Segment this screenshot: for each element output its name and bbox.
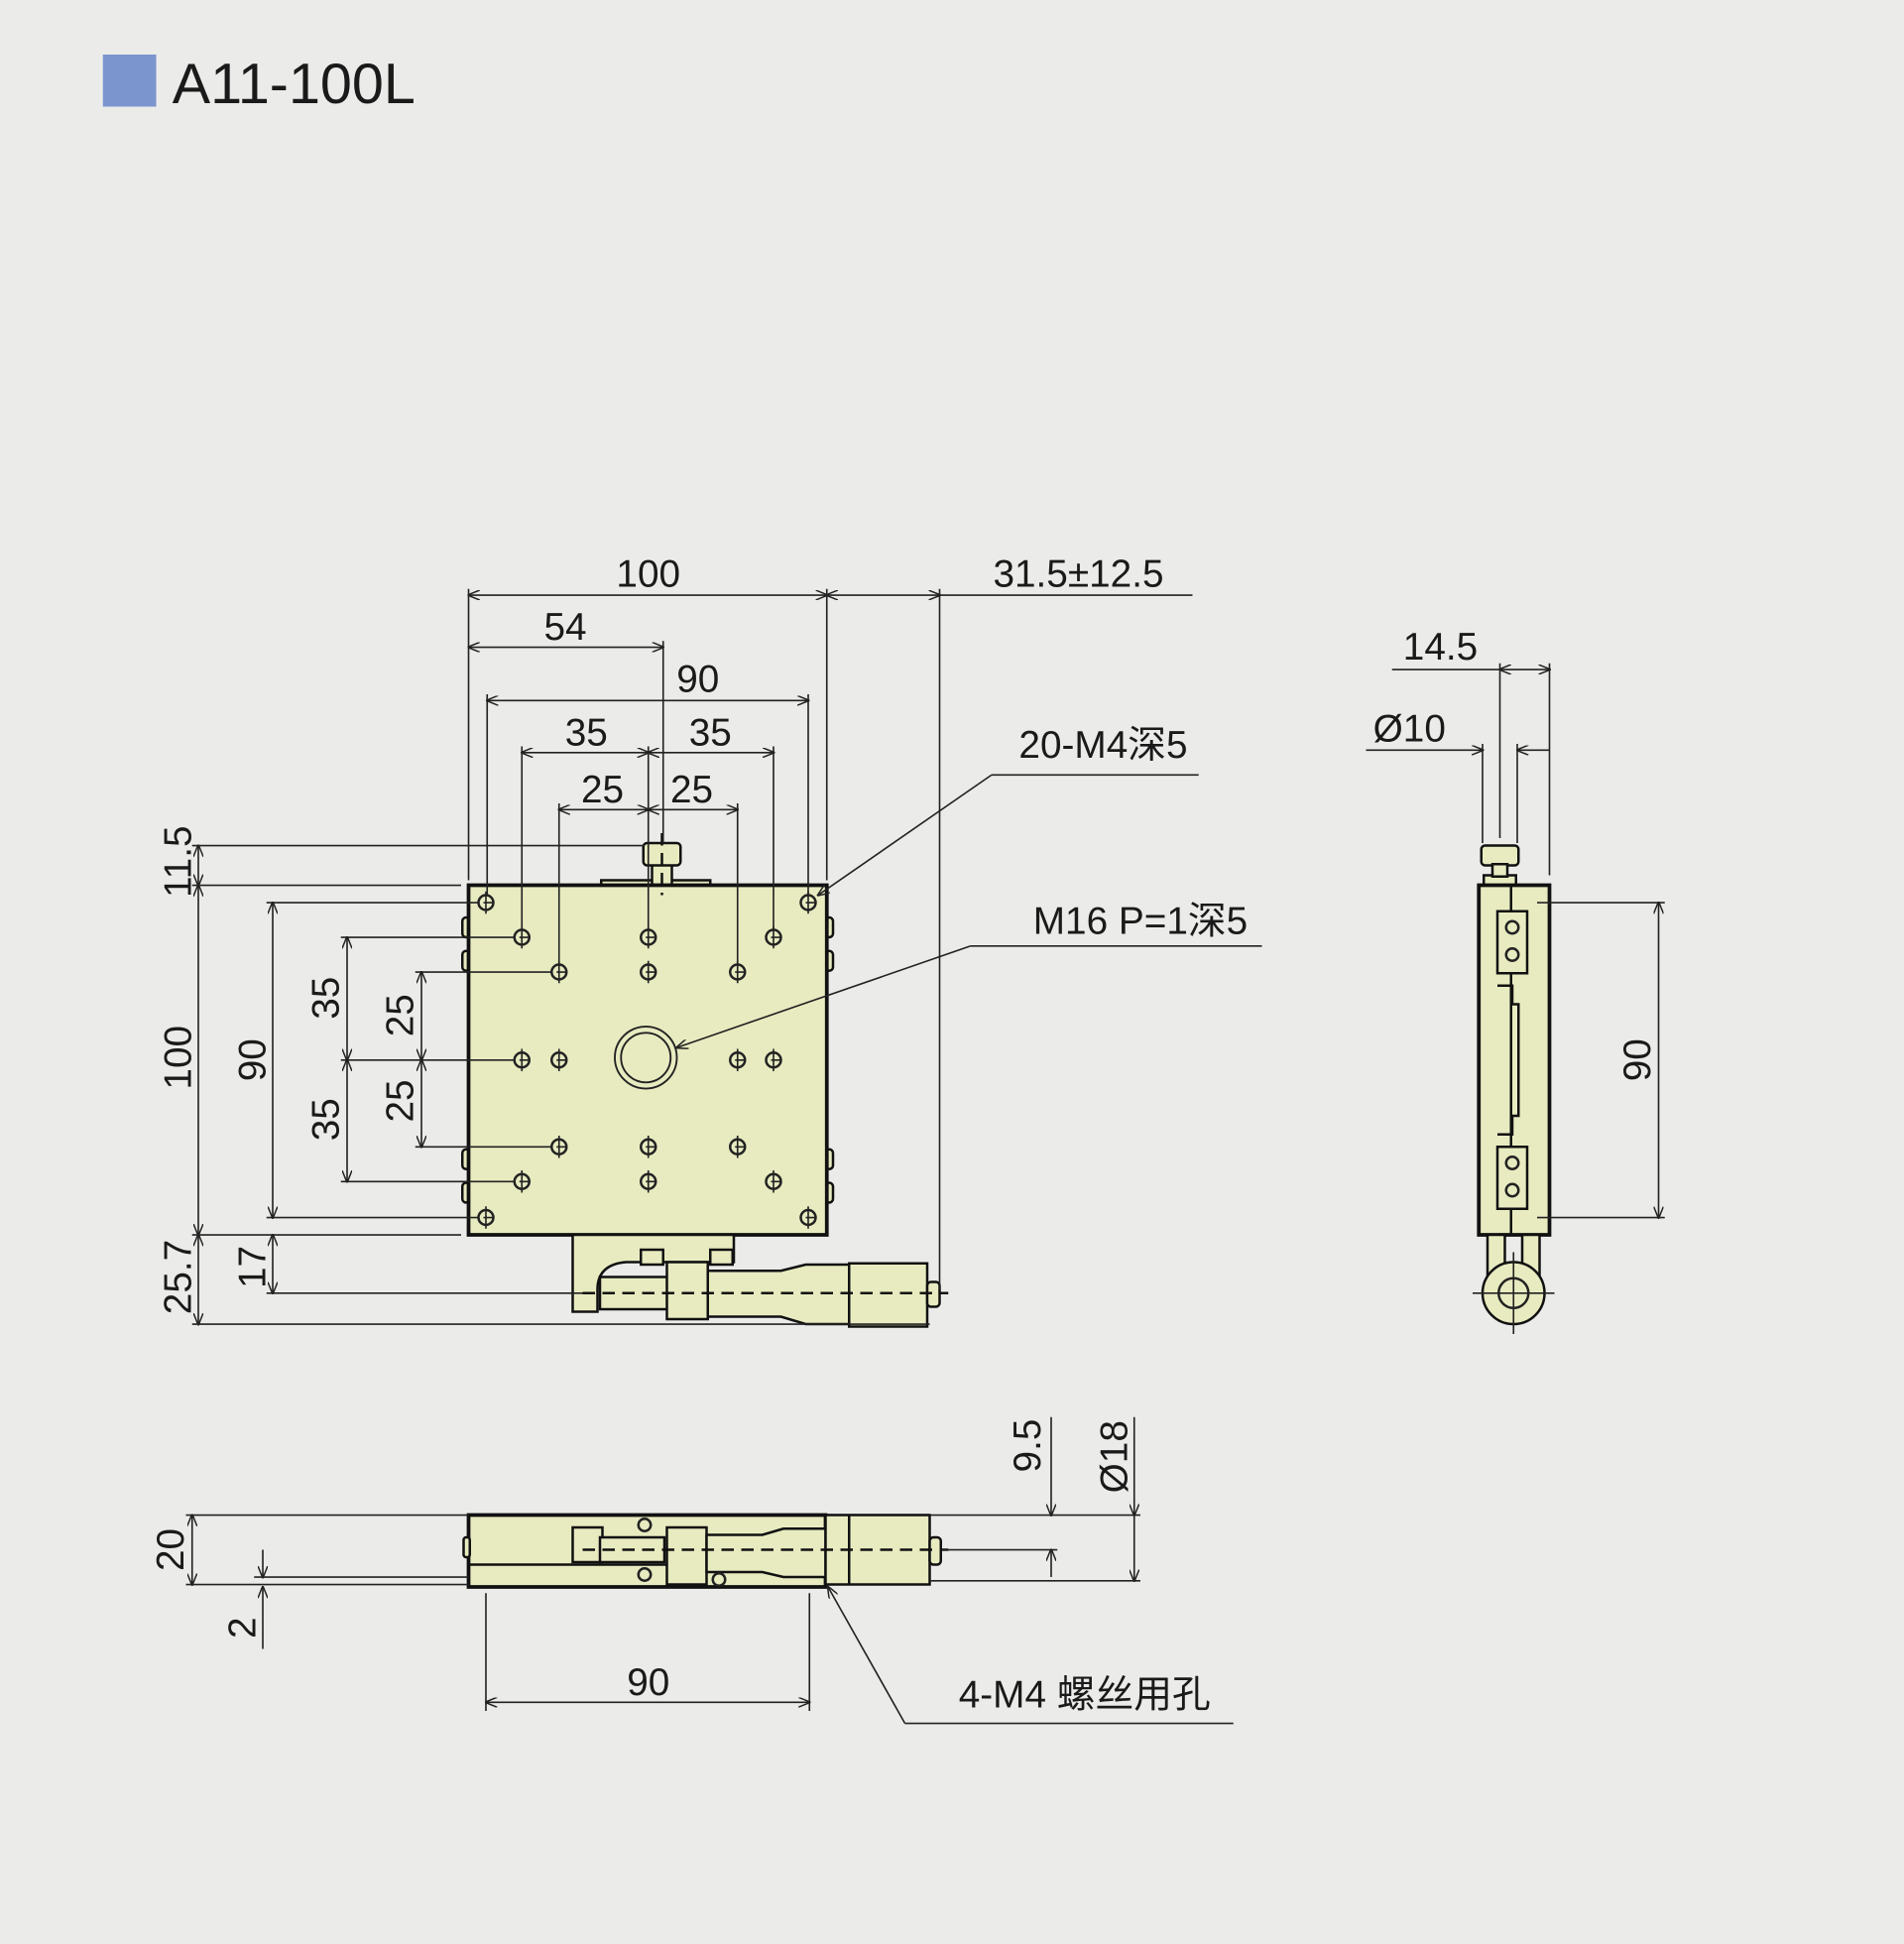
dim-travel: 31.5±12.5 <box>993 552 1163 595</box>
hole-crosshair <box>519 1048 530 1071</box>
hole-crosshair <box>646 1170 656 1193</box>
top-view <box>461 833 949 1328</box>
dim-dia-10: Ø10 <box>1373 708 1446 751</box>
dim-20: 20 <box>150 1528 192 1571</box>
hole-crosshair <box>483 1206 494 1229</box>
hole-crosshair <box>646 960 656 984</box>
callout-tapped-holes: 20-M4深5 <box>1018 724 1187 767</box>
dim-11-5: 11.5 <box>158 825 200 898</box>
hole-crosshair <box>556 1136 567 1158</box>
dim-35-right: 35 <box>689 711 732 754</box>
dim-35-left: 35 <box>565 711 608 754</box>
dim-9-5: 9.5 <box>1007 1419 1049 1473</box>
dim-25-upper: 25 <box>379 994 421 1036</box>
page-title: A11-100L <box>173 53 416 116</box>
dim-90-side: 90 <box>1616 1038 1659 1081</box>
top-view-dimensions: 100 31.5±12.5 54 90 35 35 25 25 11.5 100… <box>158 552 1262 1324</box>
hole-crosshair <box>483 891 494 914</box>
hole-crosshair <box>646 1136 656 1158</box>
dim-35-lower: 35 <box>304 1098 347 1141</box>
dim-100-left: 100 <box>158 1026 200 1090</box>
dim-25-lower: 25 <box>379 1079 421 1122</box>
dim-2: 2 <box>222 1617 265 1639</box>
hole-crosshair <box>519 1170 530 1193</box>
hole-crosshair <box>771 1170 781 1193</box>
dim-width-100: 100 <box>616 552 680 595</box>
dim-90-left: 90 <box>232 1038 275 1081</box>
dim-25-7: 25.7 <box>158 1240 200 1314</box>
callout-mount-holes: 4-M4 螺丝用孔 <box>959 1673 1211 1716</box>
dim-dia-18: Ø18 <box>1093 1420 1135 1493</box>
hole-crosshair <box>805 1206 816 1229</box>
callout-center-thread: M16 P=1深5 <box>1033 900 1248 942</box>
dim-17: 17 <box>232 1246 275 1288</box>
title-marker <box>102 55 157 107</box>
dim-90-front: 90 <box>627 1661 669 1704</box>
side-view: 14.5 Ø10 90 <box>1366 626 1665 1334</box>
hole-crosshair <box>735 1136 746 1158</box>
hole-crosshair <box>556 1048 567 1071</box>
center-hole <box>614 1026 678 1090</box>
dim-35-upper: 35 <box>304 977 347 1020</box>
dim-90-top: 90 <box>676 659 719 701</box>
dim-14-5: 14.5 <box>1403 626 1478 668</box>
hole-crosshair <box>771 1048 781 1071</box>
dim-25-right: 25 <box>670 769 713 811</box>
hole-crosshair <box>735 1048 746 1071</box>
dim-54: 54 <box>543 606 586 649</box>
dim-25-left: 25 <box>581 769 624 811</box>
front-view: 20 2 90 9.5 Ø18 4-M4 螺丝用孔 <box>150 1416 1234 1725</box>
